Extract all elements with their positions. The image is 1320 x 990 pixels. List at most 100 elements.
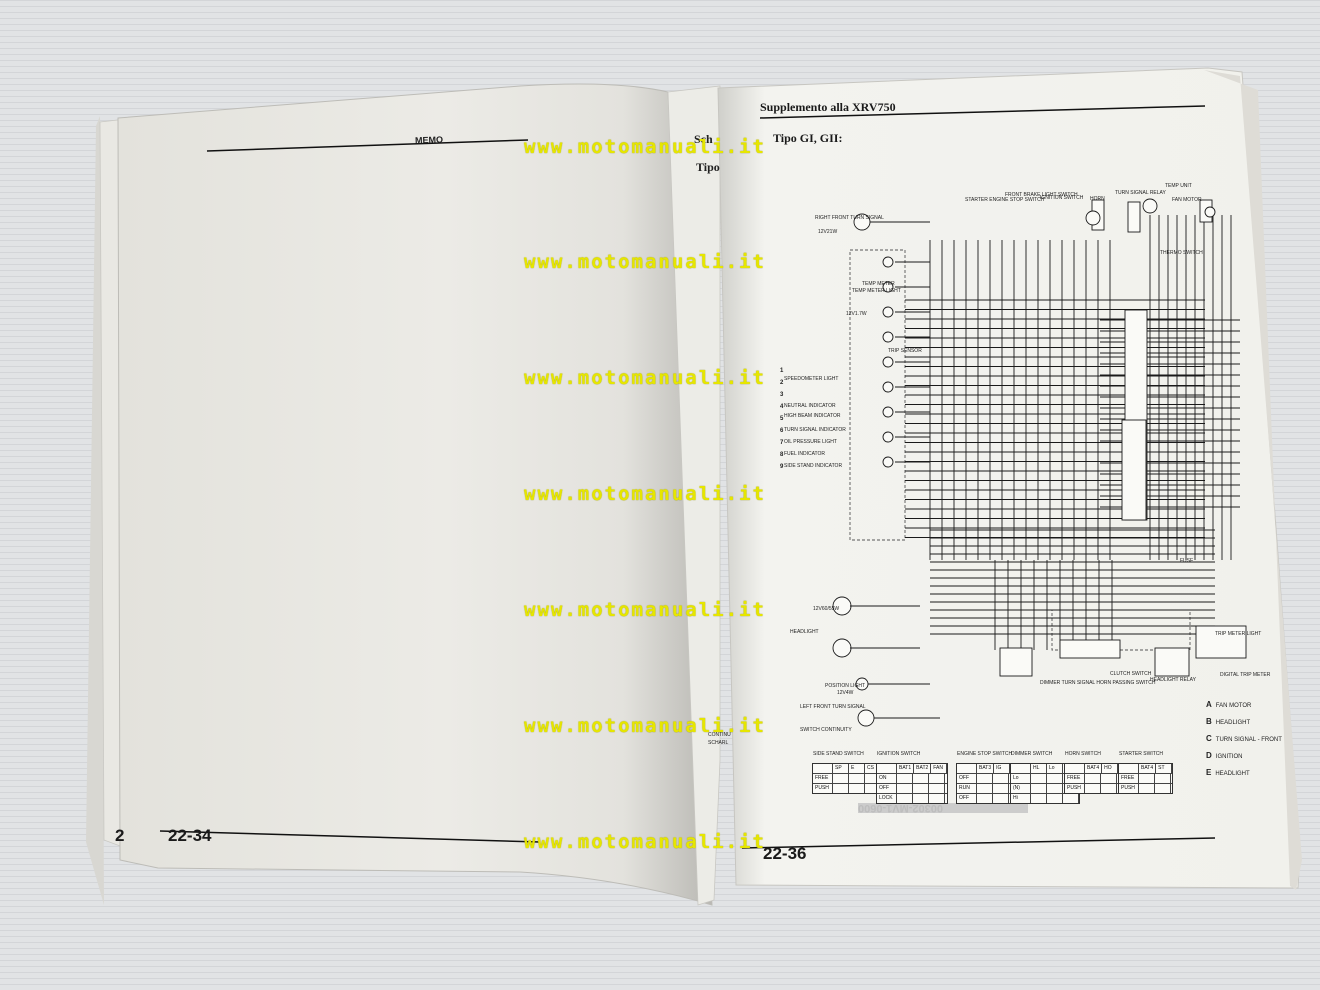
switch-row-label: OFF — [957, 794, 977, 803]
lamp-symbol — [882, 281, 894, 293]
indicator-number: 7 — [780, 440, 784, 446]
switch-row: FREE — [813, 774, 881, 784]
switch-row-label: Hi — [1011, 794, 1031, 803]
right-header-rule — [759, 105, 1206, 119]
switch-row: LOCK — [877, 794, 947, 803]
switch-cell — [977, 774, 993, 783]
wiring-diagram — [832, 198, 1247, 727]
component-label: HEADLIGHT — [790, 629, 819, 635]
component-label: IGNITION SWITCH — [1040, 195, 1084, 201]
switch-col-header: FAN — [931, 764, 948, 773]
switch-table-corner — [1011, 764, 1031, 773]
watermark-text: www.motomanuali.it — [524, 251, 766, 273]
switch-cell — [1139, 774, 1155, 783]
right-page-header: Supplemento alla XRV750 — [760, 100, 896, 114]
switch-row: OFF — [877, 784, 948, 794]
switch-row: Hi — [1011, 794, 1079, 803]
component-label: FAN MOTOR — [1172, 197, 1202, 203]
switch-cell — [977, 794, 993, 803]
legend-text: HEADLIGHT — [1215, 720, 1251, 726]
switch-cell — [1085, 784, 1101, 793]
lamp-symbol — [1085, 210, 1101, 226]
switch-table-title: HORN SWITCH — [1065, 751, 1101, 757]
component-label: FUSE — [1180, 558, 1194, 564]
switch-cell — [1085, 774, 1101, 783]
switch-cell — [913, 784, 929, 793]
switch-cell — [849, 774, 865, 783]
component-label: HIGH BEAM INDICATOR — [784, 413, 841, 419]
legend-letter: C — [1206, 734, 1212, 743]
switch-table-title: ENGINE STOP SWITCH — [957, 751, 1013, 757]
lamp-symbol — [1142, 198, 1158, 214]
switch-row-label: FREE — [813, 774, 833, 783]
switch-cell — [1031, 784, 1047, 793]
component-label: NEUTRAL INDICATOR — [784, 403, 836, 409]
indicator-number: 4 — [780, 404, 784, 410]
component-label: HEADLIGHT RELAY — [1150, 677, 1196, 683]
switch-table-title: STARTER SWITCH — [1119, 751, 1163, 757]
page-edge-stack-left — [86, 116, 104, 905]
switch-col-header: ST — [1156, 764, 1173, 773]
switch-cell — [1155, 784, 1171, 793]
switch-table-corner — [877, 764, 897, 773]
switch-row-label: PUSH — [1065, 784, 1085, 793]
indicator-number: 8 — [780, 452, 784, 458]
legend-letter: A — [1206, 700, 1212, 709]
watermark-text: www.motomanuali.it — [524, 483, 766, 505]
watermark-text: www.motomanuali.it — [524, 599, 766, 621]
switch-row: OFF — [957, 794, 1010, 803]
switch-cell — [1031, 794, 1047, 803]
component-label: FUEL INDICATOR — [784, 451, 826, 457]
right-page-number: 22-36 — [763, 844, 807, 863]
indicator-number: 3 — [780, 392, 784, 398]
switch-row-label: FREE — [1119, 774, 1139, 783]
switch-cell — [897, 784, 913, 793]
legend-text: HEADLIGHT — [1215, 771, 1250, 777]
middle-scharl-fragment: SCHARL — [708, 740, 729, 746]
component-box — [1127, 201, 1141, 233]
component-label: RIGHT FRONT TURN SIGNAL — [815, 215, 884, 221]
component-label: 12V1.7W — [846, 311, 867, 317]
switch-col-header: IG — [994, 764, 1011, 773]
left-page — [117, 83, 713, 906]
lamp-symbol — [832, 638, 852, 658]
switch-cell — [1155, 774, 1171, 783]
component-box — [1195, 625, 1247, 659]
switch-table-title: SIDE STAND SWITCH — [813, 751, 864, 757]
component-label: LEFT FRONT TURN SIGNAL — [800, 704, 866, 710]
switch-row-label: PUSH — [813, 784, 833, 793]
component-label: DIMMER TURN SIGNAL HORN PASSING SWITCH — [1040, 680, 1156, 686]
indicator-number: 5 — [780, 416, 784, 422]
edge-page-number-fragment: 2 — [115, 826, 125, 845]
lamp-symbol — [882, 331, 894, 343]
legend-letter: B — [1206, 717, 1212, 726]
lamp-symbol — [1204, 206, 1216, 218]
switch-cell — [833, 784, 849, 793]
right-footer-rule — [741, 837, 1216, 849]
switch-cell — [977, 784, 993, 793]
switch-col-header: BAT1 — [897, 764, 915, 773]
switch-row: PUSH — [1119, 784, 1172, 793]
switch-col-header: BAT2 — [914, 764, 932, 773]
switch-cell — [1139, 784, 1155, 793]
lamp-symbol — [857, 709, 875, 727]
switch-row-label: OFF — [957, 774, 977, 783]
component-label: TURN SIGNAL INDICATOR — [784, 427, 846, 433]
switch-col-header: BAT4 — [1085, 764, 1103, 773]
switch-cell — [1047, 774, 1063, 783]
switch-cell — [833, 774, 849, 783]
switch-row-label: RUN — [957, 784, 977, 793]
middle-header-fragment: Sch — [694, 132, 713, 146]
lamp-symbol — [882, 406, 894, 418]
left-page-number: 22-34 — [168, 826, 212, 845]
switch-col-header: HL — [1031, 764, 1047, 773]
left-footer-rule — [159, 830, 541, 843]
switch-row: FREE — [1119, 774, 1173, 784]
switch-table-title: IGNITION SWITCH — [877, 751, 921, 757]
switch-cell — [929, 784, 945, 793]
